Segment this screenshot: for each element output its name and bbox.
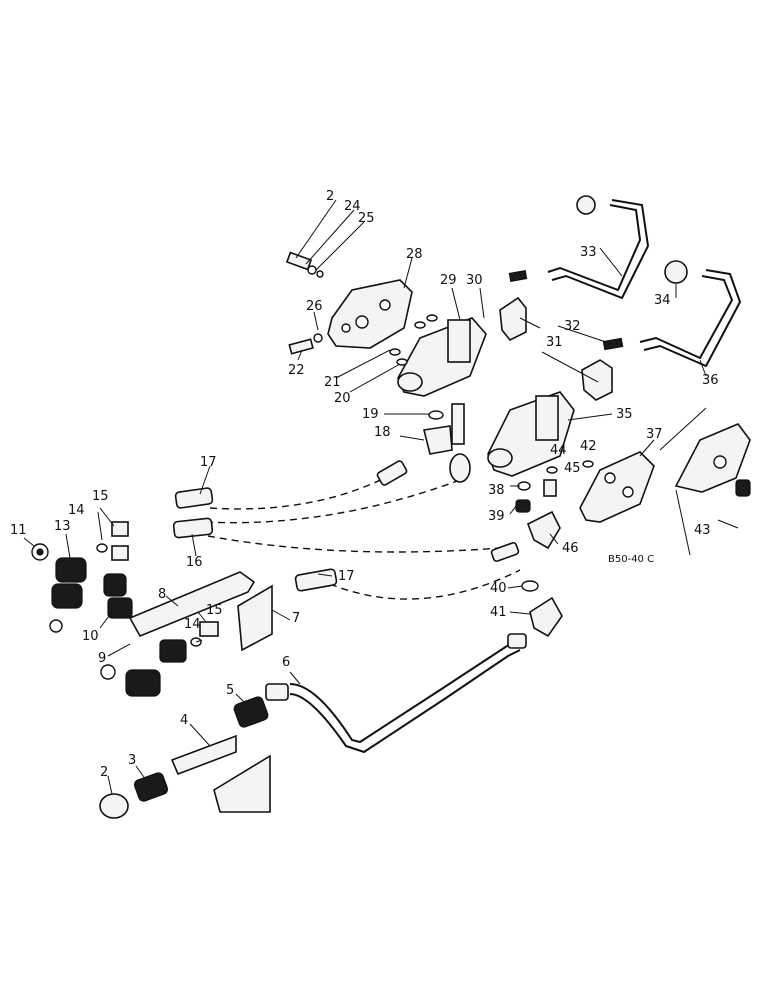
callout-23: 2	[326, 189, 334, 204]
leader-lines	[23, 199, 739, 795]
callout-19: 19	[362, 407, 379, 422]
callout-41: 41	[490, 605, 507, 620]
bracket-8	[103, 571, 256, 638]
o-ring-14	[96, 543, 108, 553]
callout-11: 11	[10, 523, 27, 538]
callout-4: 4	[180, 713, 188, 728]
fitting-5	[233, 683, 289, 728]
callout-17a: 17	[200, 455, 217, 470]
callout-6: 6	[282, 655, 290, 670]
o-ring-44	[546, 466, 558, 474]
callout-45: 45	[564, 461, 581, 476]
callout-30: 30	[466, 273, 483, 288]
callout-29: 29	[440, 273, 457, 288]
fitting-3	[133, 772, 169, 802]
coupler-11	[31, 543, 49, 561]
callout-24: 24	[344, 199, 361, 214]
callout-13: 13	[54, 519, 71, 534]
callout-28: 28	[406, 247, 423, 262]
callout-21: 21	[324, 375, 341, 390]
callout-15a: 15	[92, 489, 109, 504]
links-32	[508, 269, 624, 351]
fittings-9-10	[100, 597, 219, 697]
callout-25: 25	[358, 211, 375, 226]
fitting-18	[423, 403, 465, 455]
elbow-41	[529, 596, 563, 638]
fitting-15	[111, 521, 129, 561]
bracket-4	[170, 734, 271, 813]
hose-16	[172, 517, 520, 563]
callout-16: 16	[186, 555, 203, 570]
callout-44: 44	[550, 443, 567, 458]
callout-22: 22	[288, 363, 305, 378]
fitting-23-25	[285, 251, 324, 278]
diagram-code: B50-40 C	[608, 554, 654, 565]
callout-17b: 17	[338, 569, 355, 584]
plug-39	[515, 499, 531, 513]
hose-17-lower	[294, 568, 521, 600]
coupler-13	[49, 557, 87, 633]
end-cover-37	[579, 451, 655, 523]
callout-37: 37	[646, 427, 663, 442]
lever-33	[547, 195, 650, 300]
callout-3: 3	[128, 753, 136, 768]
pipe-6	[289, 633, 527, 754]
callout-34: 34	[654, 293, 671, 308]
o-ring-40	[521, 580, 539, 592]
o-ring-19	[428, 410, 444, 420]
callout-32: 32	[564, 319, 581, 334]
callout-40: 40	[490, 581, 507, 596]
valve-section-29	[397, 317, 487, 397]
elbow-46	[526, 510, 561, 550]
valve-section-35	[487, 391, 575, 477]
callout-35: 35	[616, 407, 633, 422]
callout-7: 7	[292, 611, 300, 626]
fitting-22	[288, 333, 323, 355]
callout-9: 9	[98, 651, 106, 666]
lever-36	[639, 260, 742, 368]
callout-39: 39	[488, 509, 505, 524]
callout-43: 43	[694, 523, 711, 538]
callout-36: 36	[702, 373, 719, 388]
callout-38: 38	[488, 483, 505, 498]
callout-46: 46	[562, 541, 579, 556]
callout-42: 42	[580, 439, 597, 454]
callout-15b: 15	[206, 603, 223, 618]
callout-14a: 14	[68, 503, 85, 518]
callout-31: 31	[546, 335, 563, 350]
callout-14b: 14	[184, 617, 201, 632]
callout-2: 2	[100, 765, 108, 780]
callout-26: 26	[306, 299, 323, 314]
cap-2	[99, 793, 129, 819]
callout-20: 20	[334, 391, 351, 406]
callout-18: 18	[374, 425, 391, 440]
callout-8: 8	[158, 587, 166, 602]
bracket-7	[237, 584, 273, 652]
hose-17-upper	[174, 453, 471, 524]
cover-43	[659, 407, 751, 556]
valve-body-28	[327, 279, 413, 349]
o-rings-20-21	[389, 314, 438, 366]
bracket-31	[499, 296, 613, 401]
fitting-45	[543, 479, 557, 497]
callout-33: 33	[580, 245, 597, 260]
callout-10: 10	[82, 629, 99, 644]
callout-labels: 2 3 4 5 6 7 8 9 10 11 13 14 14 15 15 16 …	[10, 199, 719, 780]
o-ring-42	[582, 460, 594, 468]
callout-5: 5	[226, 683, 234, 698]
